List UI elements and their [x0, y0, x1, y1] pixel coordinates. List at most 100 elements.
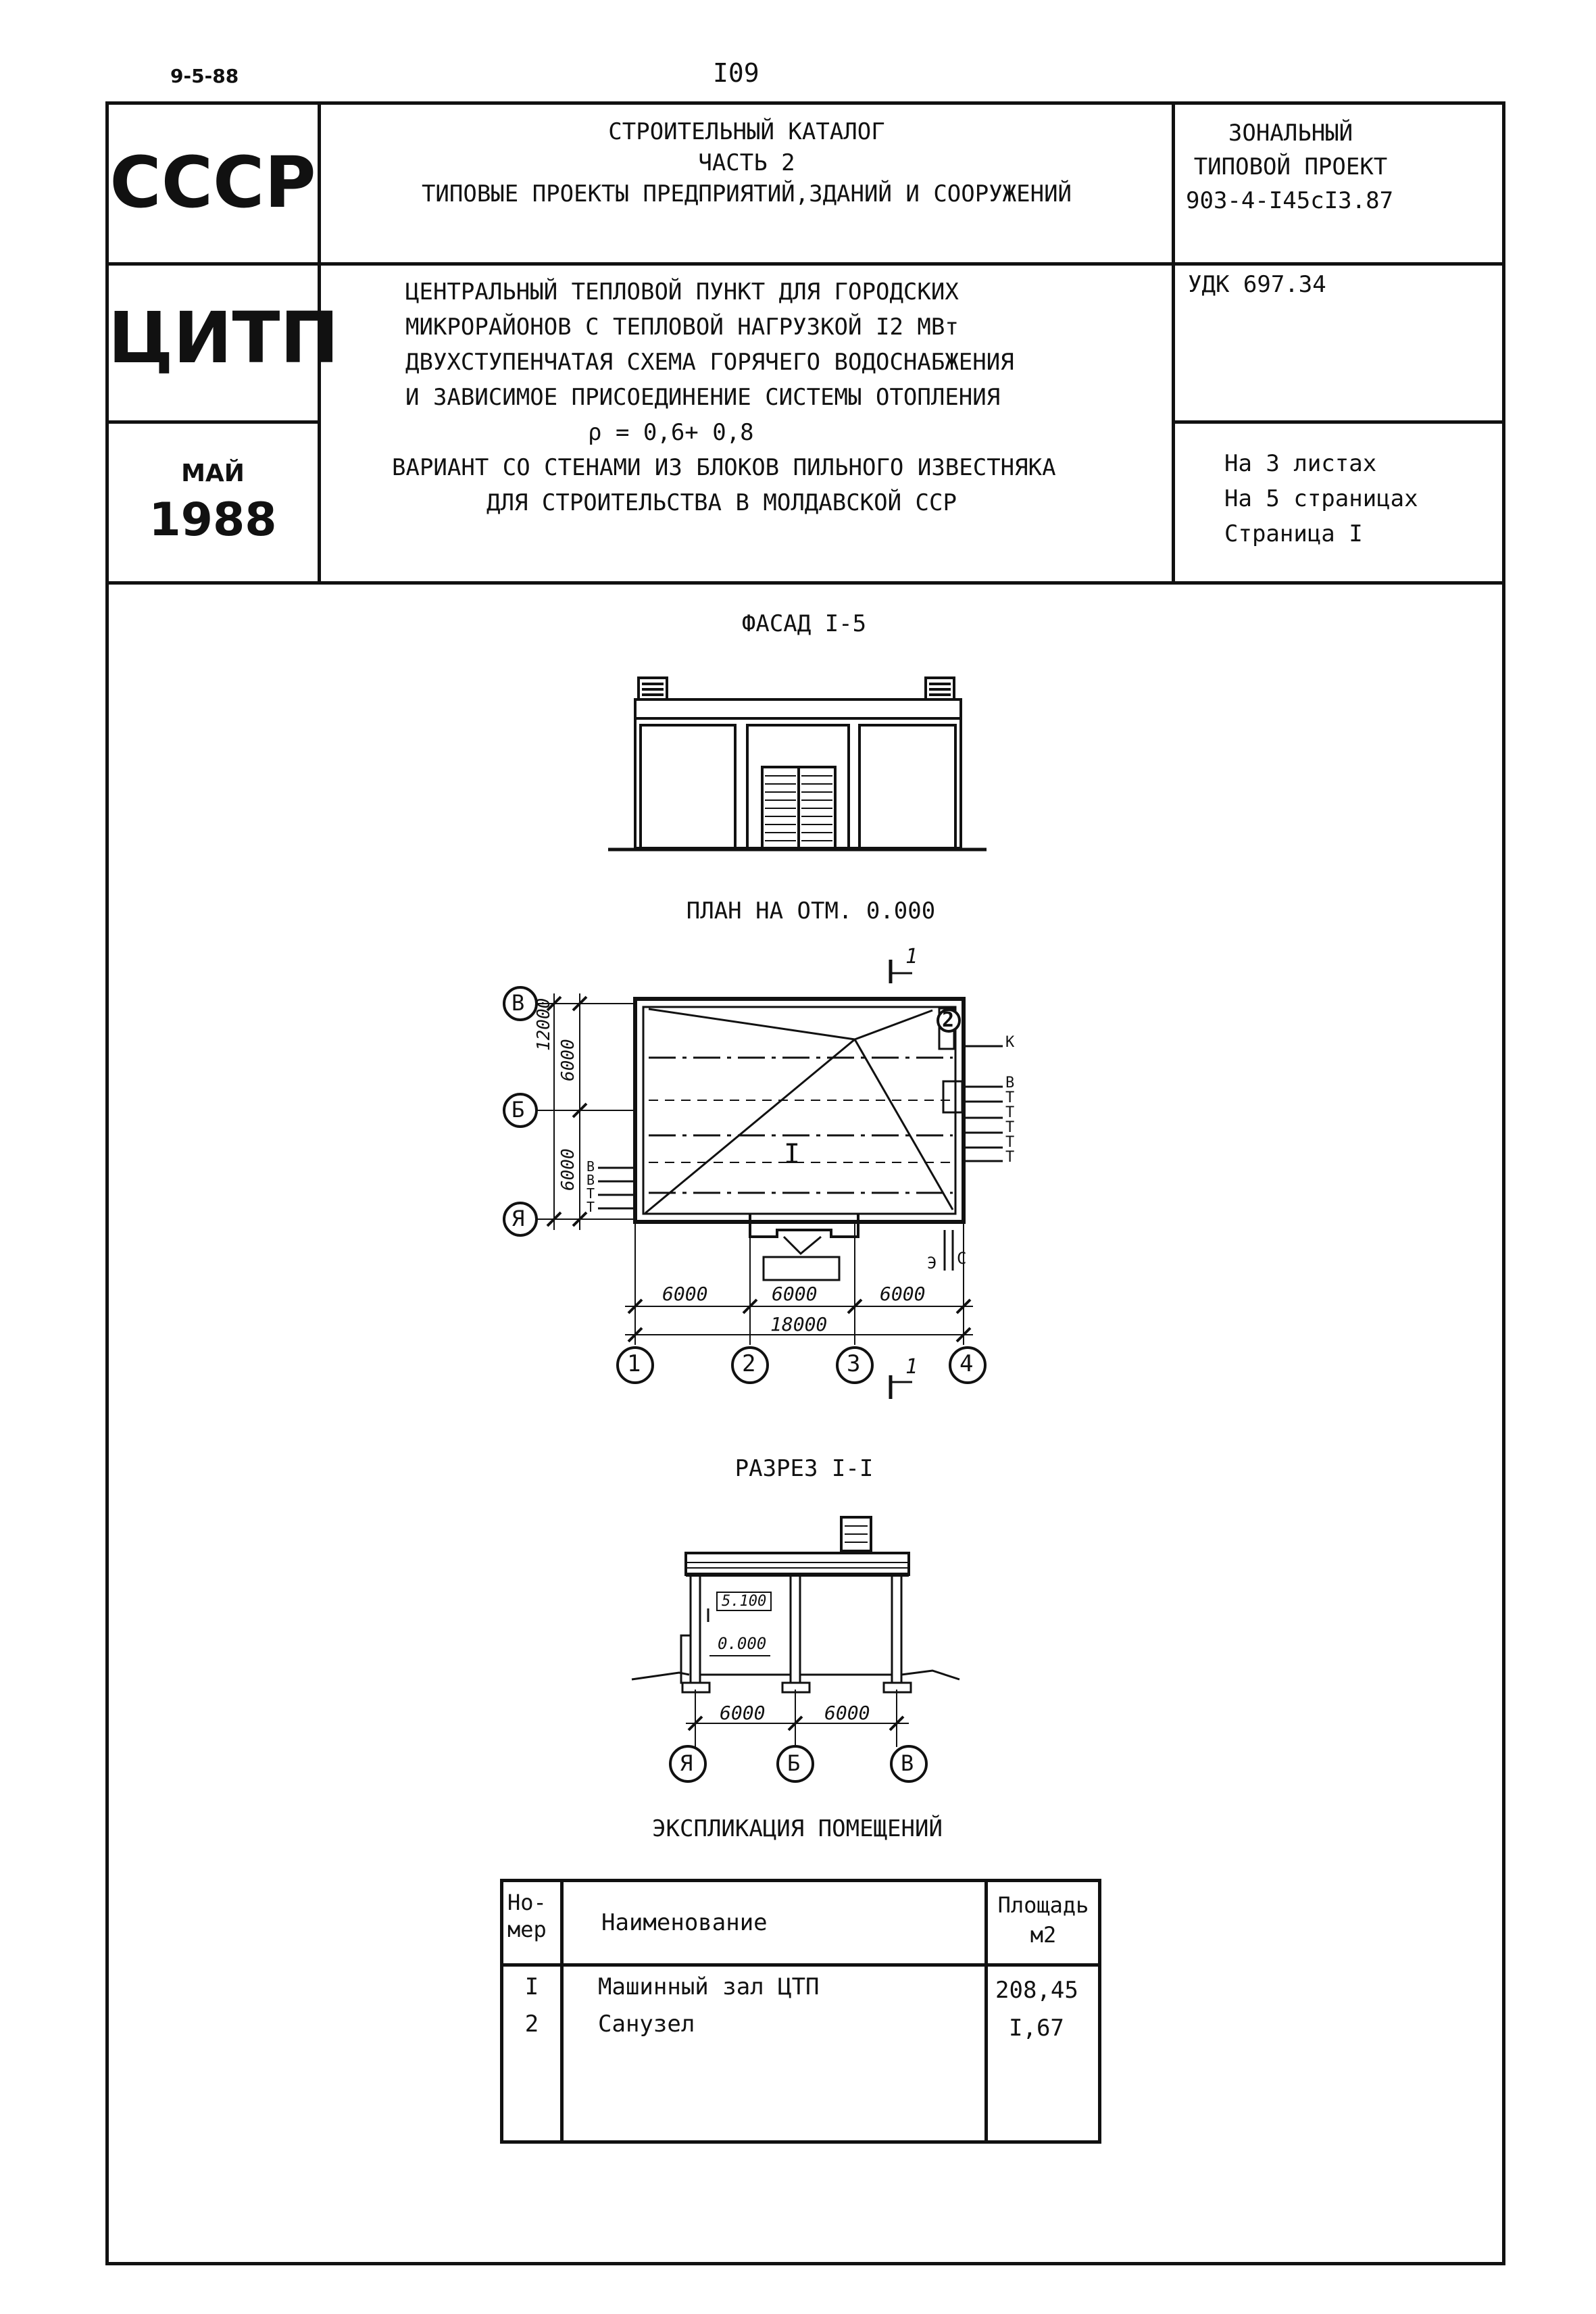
- table-cell-num: 2: [524, 2011, 539, 2038]
- table-cell-num: I: [524, 1973, 539, 2000]
- title-line: ДЛЯ СТРОИТЕЛЬСТВА В МОЛДАВСКОЙ ССР: [487, 489, 957, 516]
- table-header-line: [503, 1963, 1098, 1967]
- pipe-label: В: [587, 1158, 595, 1175]
- explication-title: ЭКСПЛИКАЦИЯ ПОМЕЩЕНИЙ: [652, 1815, 943, 1842]
- title-line: ЦЕНТРАЛЬНЫЙ ТЕПЛОВОЙ ПУНКТ ДЛЯ ГОРОДСКИХ: [405, 278, 959, 305]
- axis-label-col: 2: [742, 1350, 756, 1377]
- section-level-zero: 0.000: [718, 1634, 767, 1653]
- room-label-2: 2: [942, 1008, 955, 1032]
- header-divider-left: [105, 420, 319, 424]
- pipe-label: Т: [587, 1199, 595, 1215]
- section-vent: [840, 1516, 872, 1552]
- title-line: ρ = 0,6+ 0,8: [588, 419, 754, 446]
- pipe-label: Т: [587, 1185, 595, 1202]
- cut-mark-top: 1: [905, 945, 918, 968]
- section-title: РАЗРЕЗ I-I: [734, 1455, 874, 1482]
- table-header-area: Площадь м2: [997, 1892, 1089, 1948]
- pipe-label: Т: [1005, 1089, 1015, 1106]
- room-bubble: [937, 1008, 961, 1033]
- axis-bubble: [949, 1346, 987, 1384]
- pipe-labels-left: В В Т Т: [587, 1160, 595, 1214]
- facade-parapet: [634, 698, 962, 720]
- title-line: МИКРОРАЙОНОВ С ТЕПЛОВОЙ НАГРУЗКОЙ I2 МВт: [405, 314, 959, 341]
- page-number: I09: [713, 58, 759, 88]
- table-header-num: Но- мер: [507, 1890, 547, 1942]
- table-cell-area: 208,45: [995, 1977, 1078, 2004]
- facade-panel-left: [639, 724, 737, 850]
- plan-title: ПЛАН НА ОТМ. 0.000: [686, 897, 936, 925]
- section-roof: [684, 1552, 910, 1576]
- dim-left-lower: 6000: [558, 1148, 578, 1191]
- title-line: И ЗАВИСИМОЕ ПРИСОЕДИНЕНИЕ СИСТЕМЫ ОТОПЛЕ…: [405, 384, 1001, 411]
- plan-entrance-pad: [762, 1256, 841, 1281]
- header-divider-right: [1173, 420, 1505, 424]
- section-column: [891, 1573, 903, 1684]
- axis-label-col: 1: [627, 1350, 641, 1377]
- month-label: МАЙ: [181, 460, 245, 487]
- room-label-1: I: [784, 1139, 801, 1170]
- title-block: ЦЕНТРАЛЬНЫЙ ТЕПЛОВОЙ ПУНКТ ДЛЯ ГОРОДСКИХ…: [392, 274, 1162, 520]
- dim-bottom: 6000: [772, 1283, 818, 1305]
- project-block: ЗОНАЛЬНЫЙ ТИПОВОЙ ПРОЕКТ 903-4-I45cI3.87: [1179, 116, 1402, 218]
- table-col-line: [560, 1882, 564, 2140]
- udk-label: УДК 697.34: [1188, 271, 1326, 298]
- table-col-line: [984, 1882, 988, 2140]
- axis-label-row: Я: [512, 1206, 525, 1231]
- axis-bubble: [616, 1346, 654, 1384]
- table-cell-name: Санузел: [598, 2011, 695, 2038]
- axis-bubble: [890, 1745, 928, 1783]
- axis-bubble: [776, 1745, 814, 1783]
- catalog-line: ЧАСТЬ 2: [698, 149, 795, 176]
- pipe-label: В: [1005, 1075, 1015, 1091]
- section-dim: 6000: [720, 1702, 766, 1724]
- pipe-labels-right: К В Т Т Т Т Т: [1005, 1035, 1014, 1165]
- section-level-top: 5.100: [716, 1592, 772, 1611]
- dim-left-upper: 6000: [558, 1039, 578, 1081]
- org-label: ЦИТП: [108, 297, 339, 379]
- header-col-2: [1172, 101, 1175, 583]
- facade-panel-right: [858, 724, 957, 850]
- sheets-line: На 5 страницах: [1224, 485, 1418, 512]
- axis-bubble: [503, 1202, 538, 1237]
- plan-inner-wall: [642, 1006, 957, 1215]
- table-cell-area: I,67: [1009, 2015, 1064, 2042]
- country-label: СССР: [109, 141, 316, 224]
- pipe-label-e: Э: [927, 1254, 937, 1273]
- table-header-name: Наименование: [601, 1909, 768, 1936]
- catalog-line: ТИПОВЫЕ ПРОЕКТЫ ПРЕДПРИЯТИЙ,ЗДАНИЙ И СОО…: [421, 180, 1072, 207]
- axis-label-col: 3: [847, 1350, 861, 1377]
- title-line: ДВУХСТУПЕНЧАТАЯ СХЕМА ГОРЯЧЕГО ВОДОСНАБЖ…: [405, 349, 1014, 376]
- section-dim: 6000: [824, 1702, 870, 1724]
- dim-bottom: 6000: [880, 1283, 926, 1305]
- axis-bubble: [503, 986, 538, 1021]
- catalog-block: СТРОИТЕЛЬНЫЙ КАТАЛОГ ЧАСТЬ 2 ТИПОВЫЕ ПРО…: [324, 116, 1169, 210]
- axis-label-col: 4: [959, 1350, 974, 1377]
- axis-label-row: Б: [512, 1097, 525, 1123]
- facade-title: ФАСАД I-5: [741, 610, 867, 637]
- year-label: 1988: [149, 493, 277, 547]
- project-line: ТИПОВОЙ ПРОЕКТ: [1193, 153, 1388, 180]
- header-divider-1: [105, 262, 1505, 266]
- dim-left-total: 12000: [534, 998, 554, 1051]
- sheets-line: Страница I: [1224, 520, 1363, 547]
- cut-mark-bottom: 1: [905, 1355, 918, 1379]
- sheets-line: На 3 листах: [1224, 450, 1377, 477]
- table-cell-name: Машинный зал ЦТП: [598, 1973, 820, 2000]
- catalog-line: СТРОИТЕЛЬНЫЙ КАТАЛОГ: [608, 118, 885, 145]
- section-column: [689, 1573, 701, 1684]
- axis-bubble: [836, 1346, 874, 1384]
- axis-bubble: [731, 1346, 769, 1384]
- section-axis: Я: [680, 1750, 693, 1776]
- section-axis: В: [901, 1750, 914, 1776]
- plan-outer-wall: [633, 997, 966, 1224]
- dim-total: 18000: [770, 1313, 828, 1335]
- pipe-label: Т: [1005, 1134, 1015, 1151]
- section-axis: Б: [787, 1750, 801, 1776]
- project-line: 903-4-I45cI3.87: [1186, 187, 1394, 214]
- pipe-label: К: [1005, 1034, 1015, 1051]
- axis-label-row: В: [512, 990, 525, 1016]
- title-line: ВАРИАНТ СО СТЕНАМИ ИЗ БЛОКОВ ПИЛЬНОГО ИЗ…: [392, 454, 1056, 481]
- dim-bottom: 6000: [662, 1283, 708, 1305]
- axis-bubble: [503, 1093, 538, 1128]
- project-line: ЗОНАЛЬНЫЙ: [1228, 120, 1353, 147]
